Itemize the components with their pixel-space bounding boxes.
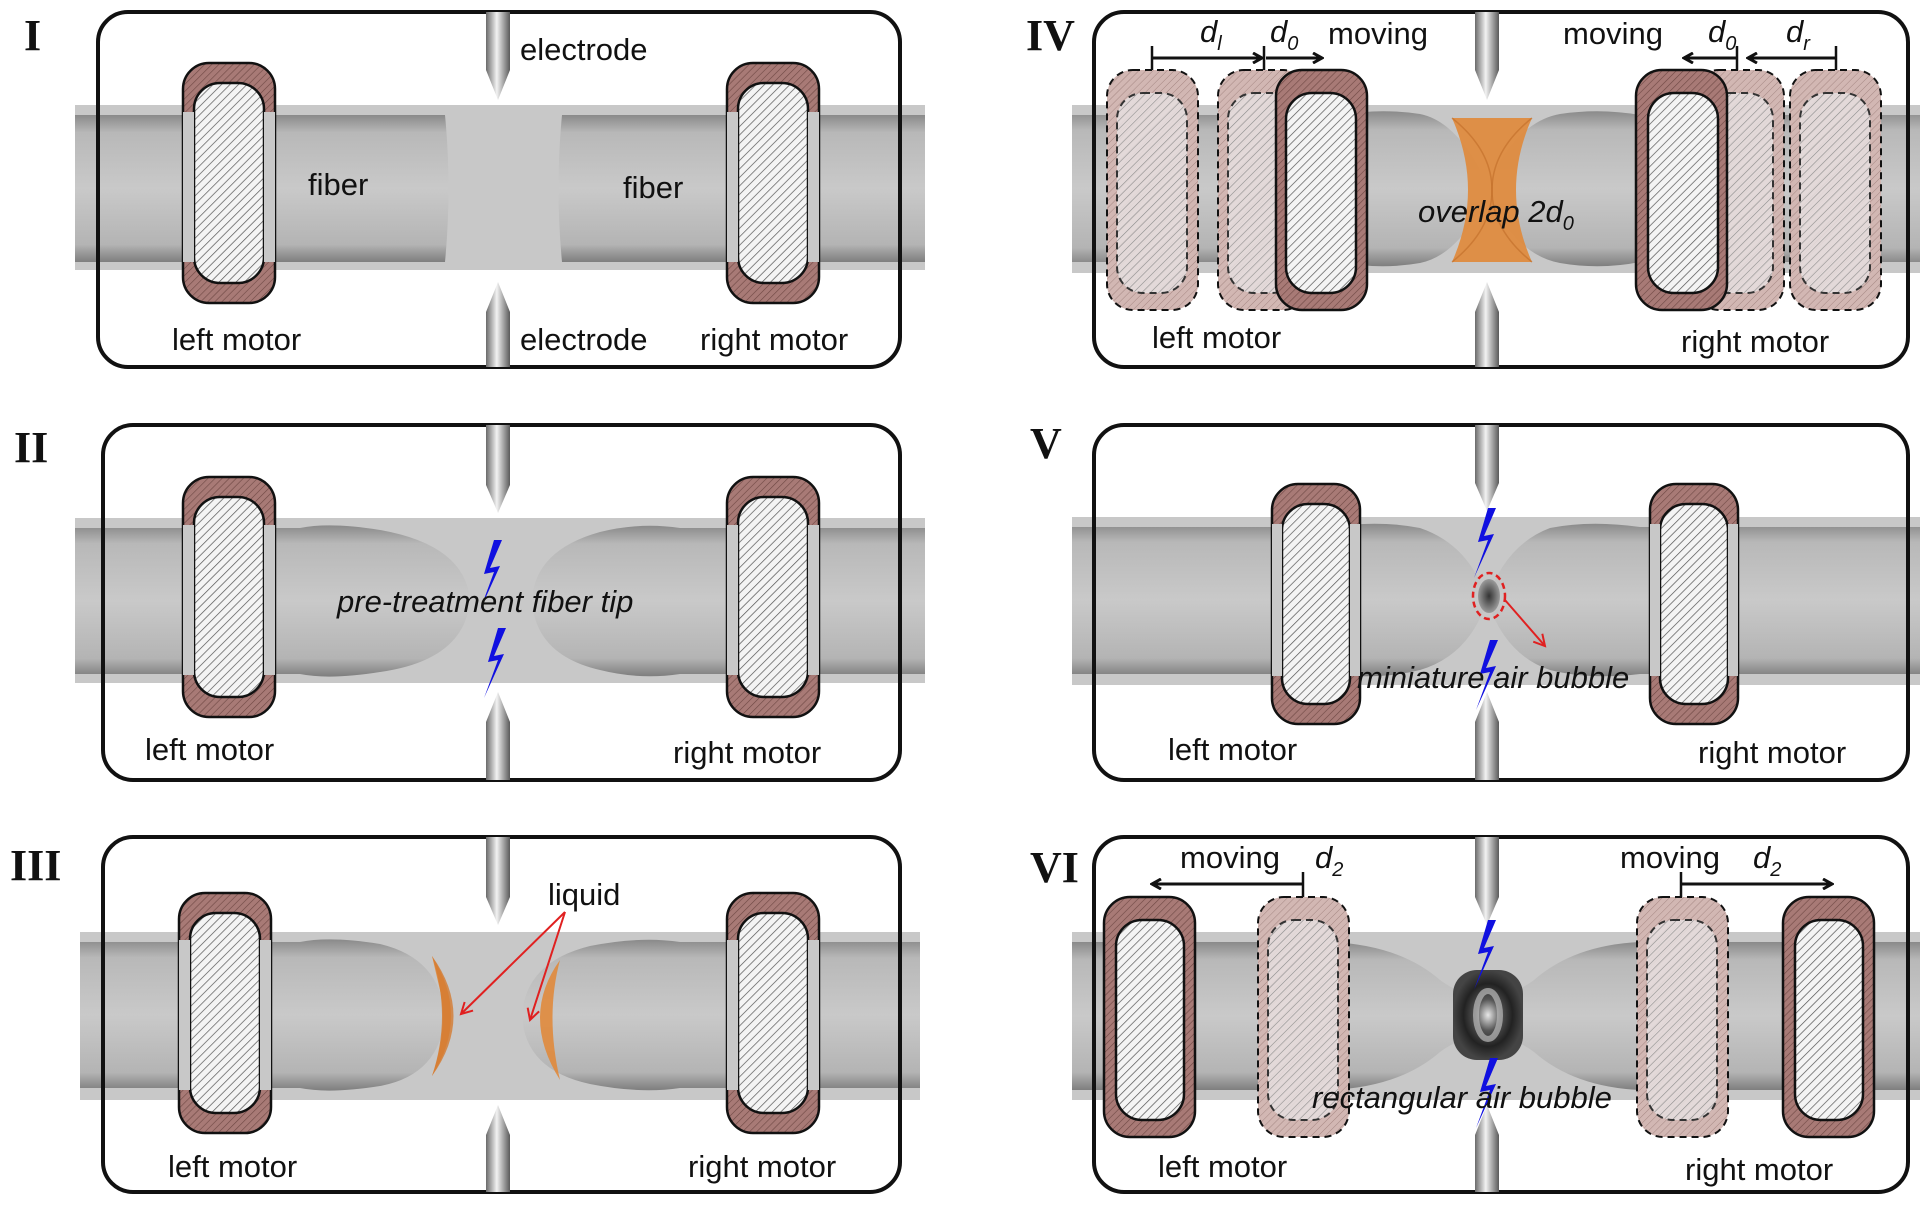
spark-icon: [1474, 920, 1496, 990]
dim-d0-left: d0: [1270, 14, 1298, 55]
left-motor-label: left motor: [145, 732, 274, 767]
spark-icon: [484, 628, 506, 698]
panel-frame: [1092, 835, 1910, 1194]
left-motor: [1102, 895, 1197, 1139]
fiber-right-tip: [522, 939, 920, 1091]
right-motor: [1648, 482, 1740, 726]
dim-dl: dl: [1200, 14, 1222, 55]
left-motor: [1274, 68, 1369, 312]
annotation-overlap: overlap 2d0: [1418, 194, 1574, 235]
right-motor-initial-ghost: [1636, 896, 1729, 1138]
moving-right-label: moving: [1620, 840, 1720, 875]
dim-d2-left: d2: [1315, 840, 1343, 881]
right-motor-initial-ghost: [1789, 69, 1882, 311]
right-motor-label: right motor: [700, 322, 848, 357]
fiber-left-label: fiber: [308, 167, 368, 202]
left-motor-label: left motor: [168, 1149, 297, 1184]
panel-label-I: I: [24, 11, 41, 60]
panel-V: V miniature air bubble: [1030, 419, 1920, 782]
spark-icon: [1476, 640, 1498, 710]
right-motor-label: right motor: [1685, 1152, 1833, 1187]
bubble-arrow: [1504, 599, 1545, 646]
fiber-right-label: fiber: [623, 170, 683, 205]
liquid-label: liquid: [548, 877, 620, 912]
moving-right-label: moving: [1563, 16, 1663, 51]
left-motor-label: left motor: [172, 322, 301, 357]
left-motor-label: left motor: [1158, 1149, 1287, 1184]
spark-icon: [480, 540, 502, 610]
electrode-bottom: [1475, 282, 1499, 367]
spark-icon: [1476, 1058, 1498, 1128]
miniature-air-bubble: [1478, 579, 1500, 613]
left-motor: [177, 891, 273, 1135]
electrode-bottom: [1475, 1105, 1499, 1192]
electrode-bottom-label: electrode: [520, 322, 648, 357]
electrode-bottom: [486, 692, 510, 780]
right-motor-label: right motor: [673, 735, 821, 770]
dim-d2-right: d2: [1753, 840, 1781, 881]
liquid-arrow-right: [530, 911, 566, 1020]
panel-label-II: II: [14, 423, 48, 472]
panel-VI: VI: [1030, 835, 1920, 1194]
electrode-top: [1475, 425, 1499, 511]
annotation-rectangular-bubble: rectangular air bubble: [1312, 1080, 1612, 1115]
panel-frame: [1092, 10, 1910, 369]
panel-label-III: III: [10, 841, 61, 890]
electrode-top: [486, 425, 510, 513]
panel-label-V: V: [1030, 419, 1062, 468]
panel-IV: IV: [1026, 10, 1920, 369]
panel-label-IV: IV: [1026, 11, 1075, 60]
panel-frame: [1092, 423, 1910, 782]
electrode-bottom: [1475, 692, 1499, 780]
electrode-top: [486, 837, 510, 925]
dim-dr: dr: [1786, 14, 1811, 55]
right-motor: [1781, 895, 1876, 1139]
left-motor-initial-ghost: [1106, 69, 1199, 311]
panel-I: I electrode electr: [24, 10, 925, 369]
annotation-miniature-bubble: miniature air bubble: [1357, 660, 1629, 695]
electrode-bottom: [486, 1105, 510, 1192]
right-motor-label: right motor: [1698, 735, 1846, 770]
right-motor-label: right motor: [1681, 324, 1829, 359]
electrode-top: [1475, 837, 1499, 925]
moving-left-label: moving: [1328, 16, 1428, 51]
left-motor: [1270, 482, 1362, 726]
left-motor: [181, 61, 277, 305]
liquid-arrow-left: [461, 911, 566, 1014]
panel-II: II pre-treatment fiber tip left: [14, 423, 925, 782]
spark-icon: [1474, 508, 1496, 578]
left-motor-label: left motor: [1168, 732, 1297, 767]
electrode-top: [486, 12, 510, 100]
right-motor: [725, 61, 821, 305]
right-motor: [1634, 68, 1729, 312]
annotation-pre-treatment: pre-treatment fiber tip: [336, 584, 633, 619]
right-motor: [725, 891, 821, 1135]
dim-d0-right: d0: [1708, 14, 1736, 55]
bubble-highlight-circle: [1471, 571, 1507, 621]
dimension-arrow-left: [1152, 872, 1305, 897]
panel-label-VI: VI: [1030, 843, 1079, 892]
liquid-right: [540, 960, 560, 1080]
electrode-top: [1475, 12, 1499, 100]
panel-III: III liquid left motor: [10, 835, 920, 1194]
dimension-arrow-right: [1679, 872, 1832, 897]
rectangular-air-bubble: [1453, 970, 1523, 1060]
moving-left-label: moving: [1180, 840, 1280, 875]
dimension-arrows-right: [1684, 46, 1838, 70]
dimension-arrows-left: [1150, 46, 1322, 70]
left-motor-initial-ghost: [1257, 896, 1350, 1138]
left-motor: [181, 475, 277, 719]
electrode-bottom: [486, 282, 510, 367]
right-motor: [725, 475, 821, 719]
right-motor-label: right motor: [688, 1149, 836, 1184]
left-motor-label: left motor: [1152, 320, 1281, 355]
electrode-top-label: electrode: [520, 32, 648, 67]
